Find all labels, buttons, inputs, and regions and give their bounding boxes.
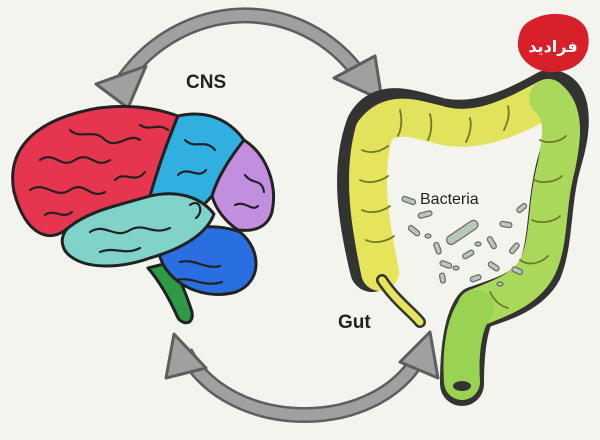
bacterium xyxy=(438,272,447,284)
bacterium xyxy=(511,266,524,276)
bacterium xyxy=(487,261,500,272)
bacterium xyxy=(417,210,433,219)
bacterium xyxy=(516,203,528,214)
transverse-colon xyxy=(355,79,567,151)
top-arrow-left-head xyxy=(94,64,148,110)
bacterium xyxy=(496,281,504,287)
bacterium xyxy=(474,241,482,247)
bacterium xyxy=(452,265,460,271)
bacterium xyxy=(486,236,497,250)
colon-haustra xyxy=(359,105,567,309)
colon-opening xyxy=(453,381,471,391)
gut-label: Gut xyxy=(338,312,371,333)
bacterium xyxy=(469,274,482,283)
bacterium xyxy=(462,249,475,260)
bacteria-label: Bacteria xyxy=(420,191,479,208)
brain-illustration xyxy=(11,104,276,325)
bacterium xyxy=(401,195,417,206)
logo-text: فرادید xyxy=(528,37,577,56)
top-cycle-arrow xyxy=(94,7,384,110)
rectum xyxy=(443,290,494,400)
bottom-arrow-left-head xyxy=(164,332,208,380)
bacterium xyxy=(509,242,520,255)
bottom-cycle-arrow xyxy=(164,330,440,423)
ascending-colon xyxy=(349,113,399,291)
bacterium xyxy=(424,233,432,239)
bacterium xyxy=(439,260,453,269)
brain-folds xyxy=(28,123,266,285)
top-arrow-right-head xyxy=(332,54,384,102)
bottom-arrow-right-head xyxy=(398,330,440,380)
bacterium xyxy=(407,225,421,237)
colon-illustration xyxy=(337,70,589,406)
temporal-lobe xyxy=(60,192,216,268)
faradid-logo: فرادید xyxy=(517,13,589,73)
occipital-lobe xyxy=(210,138,276,232)
bacterium xyxy=(445,219,479,246)
logo-badge-icon xyxy=(517,13,589,73)
cns-label: CNS xyxy=(186,72,226,93)
bacterium xyxy=(433,241,442,255)
bacterium xyxy=(499,220,513,229)
bacteria-cluster xyxy=(401,195,528,287)
